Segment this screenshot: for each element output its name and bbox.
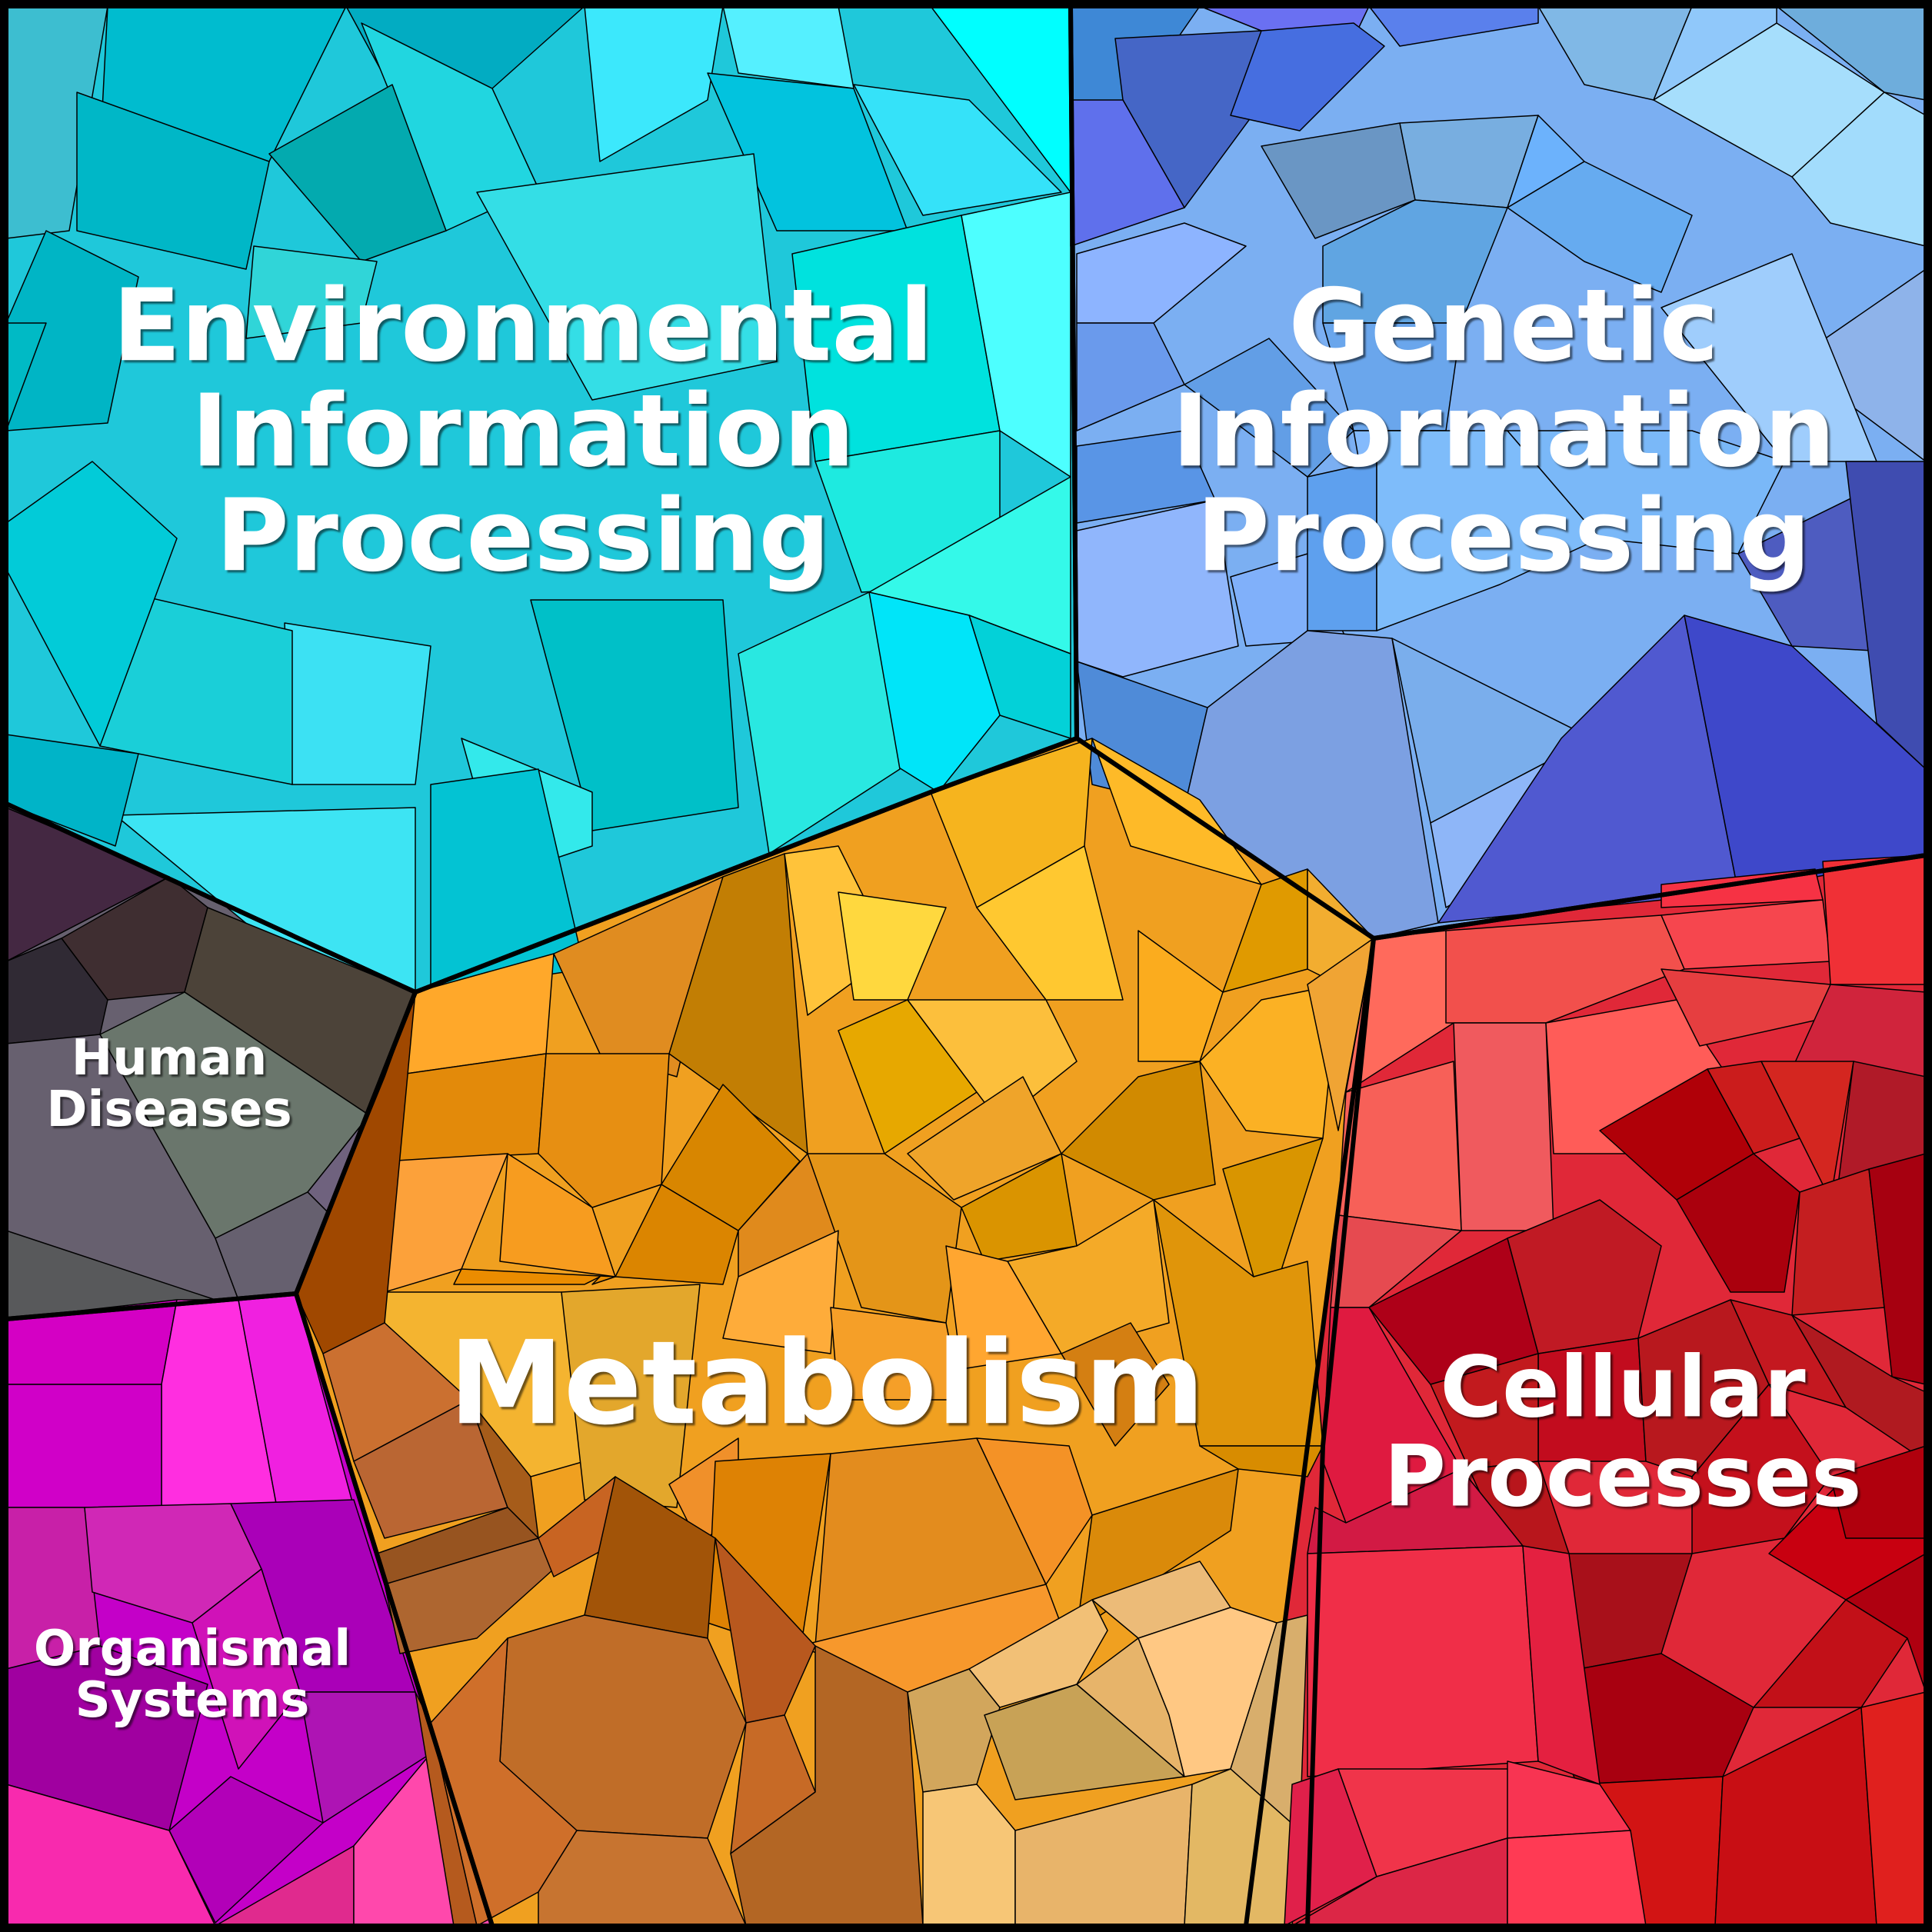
voronoi-cell <box>1507 161 1693 293</box>
voronoi-cell <box>968 1599 1108 1708</box>
voronoi-cell <box>1822 854 1927 985</box>
label-organismal-systems: Organismal Systems <box>33 1620 351 1729</box>
voronoi-cell <box>384 1537 555 1654</box>
label-line: Metabolism <box>448 1317 1205 1451</box>
voronoi-cell <box>530 599 739 831</box>
label-line: Organismal <box>33 1620 351 1677</box>
label-line: Information <box>1171 371 1836 489</box>
voronoi-cell <box>1307 1545 1539 1777</box>
voronoi-cell <box>1507 1199 1662 1354</box>
voronoi-cell <box>1076 1468 1239 1631</box>
label-line: Processing <box>215 477 831 595</box>
voronoi-cell <box>1453 1022 1554 1231</box>
voronoi-cell <box>1691 1384 1831 1554</box>
voronoi-cell <box>1076 222 1247 324</box>
voronoi-cell <box>1445 914 1685 1024</box>
label-line: Diseases <box>46 1081 292 1138</box>
voronoi-cell <box>830 1307 962 1401</box>
voronoi-cell <box>722 1230 839 1354</box>
label-line: Genetic <box>1288 267 1719 385</box>
label-line: Systems <box>75 1672 310 1729</box>
voronoi-cell <box>5 1384 162 1508</box>
label-line: Environmental <box>112 267 934 385</box>
voronoi-cell <box>1676 1153 1800 1293</box>
voronoi-cell <box>907 1668 1001 1793</box>
voronoi-cell <box>738 591 901 854</box>
voronoi-cell <box>168 1776 324 1924</box>
voronoi-cell <box>1791 1168 1885 1316</box>
voronoi-cell <box>1230 22 1385 132</box>
voronoi-cell <box>1061 1061 1216 1201</box>
voronoi-cell <box>561 1284 701 1508</box>
voronoi-cell <box>268 84 447 262</box>
voronoi-cell <box>907 999 1078 1124</box>
label-human-diseases: Human Diseases <box>46 1029 292 1138</box>
voronoi-cell <box>1184 338 1354 478</box>
voronoi-cell <box>538 1053 670 1208</box>
label-line: Cellular <box>1440 1337 1806 1437</box>
label-environmental-information-processing: Environmental Information Processing <box>112 273 933 588</box>
voronoi-cell <box>476 153 778 401</box>
label-genetic-information-processing: Genetic Information Processing <box>1172 273 1836 588</box>
region-border-metabolism <box>294 736 1376 1928</box>
voronoi-cell <box>1153 1199 1324 1447</box>
voronoi-cell <box>1507 430 1785 555</box>
label-cellular-processes: Cellular Processes <box>1384 1337 1862 1525</box>
label-line: Processes <box>1384 1427 1862 1525</box>
voronoi-cell <box>1307 1468 1524 1554</box>
voronoi-cell <box>1376 430 1601 631</box>
voronoi-cell <box>976 845 1124 1001</box>
voronoi-cell <box>1322 199 1508 324</box>
voronoi-cell <box>853 84 1062 216</box>
voronoi-cell <box>284 622 431 785</box>
label-metabolism: Metabolism <box>449 1324 1205 1445</box>
voronoi-cell <box>538 1830 747 1927</box>
voronoi-cell <box>245 245 378 339</box>
voronoi-cell <box>1507 1830 1647 1927</box>
voronoi-cell <box>1061 1322 1170 1447</box>
voronoi-cell <box>76 92 270 270</box>
label-line: Processing <box>1196 477 1811 595</box>
voronoi-cell <box>1199 1445 1324 1477</box>
label-line: Information <box>191 371 855 489</box>
label-line: Human <box>71 1029 268 1087</box>
